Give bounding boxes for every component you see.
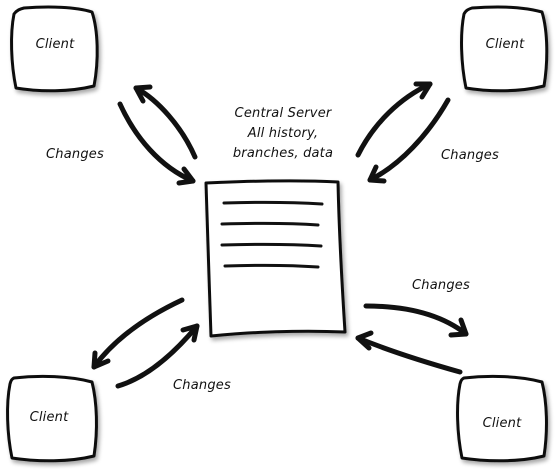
client-label-top-right: Client — [485, 37, 525, 52]
arrow-pair-bottom-right — [355, 303, 469, 375]
changes-label-bottom-right: Changes — [412, 278, 470, 293]
server-caption-line-3: branches, data — [232, 146, 334, 161]
changes-label-bottom-left: Changes — [173, 378, 231, 393]
server-document-lines — [220, 200, 324, 269]
client-label-bottom-right: Client — [482, 416, 522, 431]
client-label-top-left: Client — [35, 37, 75, 52]
changes-label-top-right: Changes — [441, 148, 499, 163]
changes-label-top-left: Changes — [46, 147, 104, 162]
server-document-icon — [204, 179, 347, 338]
client-box-top-left — [10, 5, 99, 93]
client-box-top-right — [460, 5, 549, 93]
server-caption: Central Server All history, branches, da… — [198, 104, 368, 164]
client-box-bottom-right — [456, 374, 548, 463]
client-label-bottom-left: Client — [29, 410, 69, 425]
server-caption-line-1: Central Server — [234, 106, 332, 121]
client-box-bottom-left — [6, 374, 98, 463]
arrow-pair-top-right — [355, 81, 451, 184]
server-caption-line-2: All history, — [247, 126, 319, 141]
arrow-pair-bottom-left — [91, 297, 200, 389]
arrow-pair-top-left — [117, 84, 198, 186]
